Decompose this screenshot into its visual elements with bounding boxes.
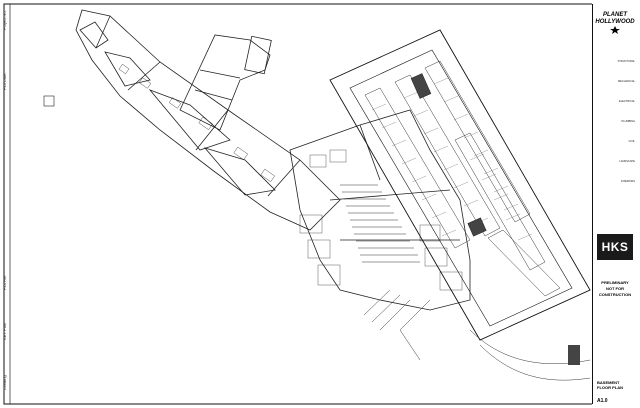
- consultant-entry: LANDSCAPE: [619, 160, 635, 163]
- consultant-entry: ELECTRICAL: [619, 100, 635, 103]
- wing-detail: [118, 63, 275, 182]
- logo-line: HOLLYWOOD: [595, 19, 635, 25]
- left-margin-label: Project No.: [2, 10, 7, 30]
- status-line: CONSTRUCTION: [598, 292, 632, 297]
- status-line: PRELIMINARY: [601, 280, 629, 285]
- left-margin-label: Drawing: [2, 375, 7, 390]
- consultant-entry: STRUCTURAL: [617, 60, 635, 63]
- garage-cores: [410, 73, 487, 237]
- logo-line: PLANET: [603, 12, 627, 18]
- left-margin-label: Plot Date:: [2, 72, 7, 90]
- parking-garage: [329, 29, 591, 341]
- title-block: PLANET HOLLYWOOD STRUCTURAL MECHANICAL E…: [592, 4, 637, 404]
- floor-plan-drawing: [3, 3, 592, 405]
- central-stalls: [340, 184, 420, 263]
- sheet-title: BASEMENT FLOOR PLAN: [597, 380, 635, 390]
- status-stamp: PRELIMINARY NOT FOR CONSTRUCTION: [595, 280, 635, 298]
- stair-block: [568, 345, 580, 365]
- central-rooms: [299, 149, 463, 291]
- consultant-entry: MECHANICAL: [617, 80, 635, 83]
- left-margin-label: Plot File: [2, 275, 7, 290]
- left-margin-label: KEY Plan: [2, 322, 7, 340]
- consultant-entry: INTERIORS: [620, 180, 635, 183]
- north-arm: [179, 34, 272, 131]
- client-logo: PLANET HOLLYWOOD: [595, 12, 635, 46]
- sheet-title-line: FLOOR PLAN: [597, 385, 623, 390]
- consultant-entry: CIVIL: [628, 140, 636, 143]
- sheet-title-line: BASEMENT: [597, 380, 620, 385]
- consultant-entry: PLUMBING: [621, 120, 635, 123]
- west-wing: [75, 9, 341, 231]
- outbuilding: [43, 95, 55, 107]
- star-icon: [610, 26, 620, 34]
- firm-logo: HKS: [597, 234, 633, 260]
- sheet-number: A1.0: [597, 398, 608, 404]
- parking-rows: [364, 60, 561, 297]
- central-building: [289, 109, 471, 311]
- parking-stripes: [371, 77, 533, 241]
- status-line: NOT FOR: [606, 286, 624, 291]
